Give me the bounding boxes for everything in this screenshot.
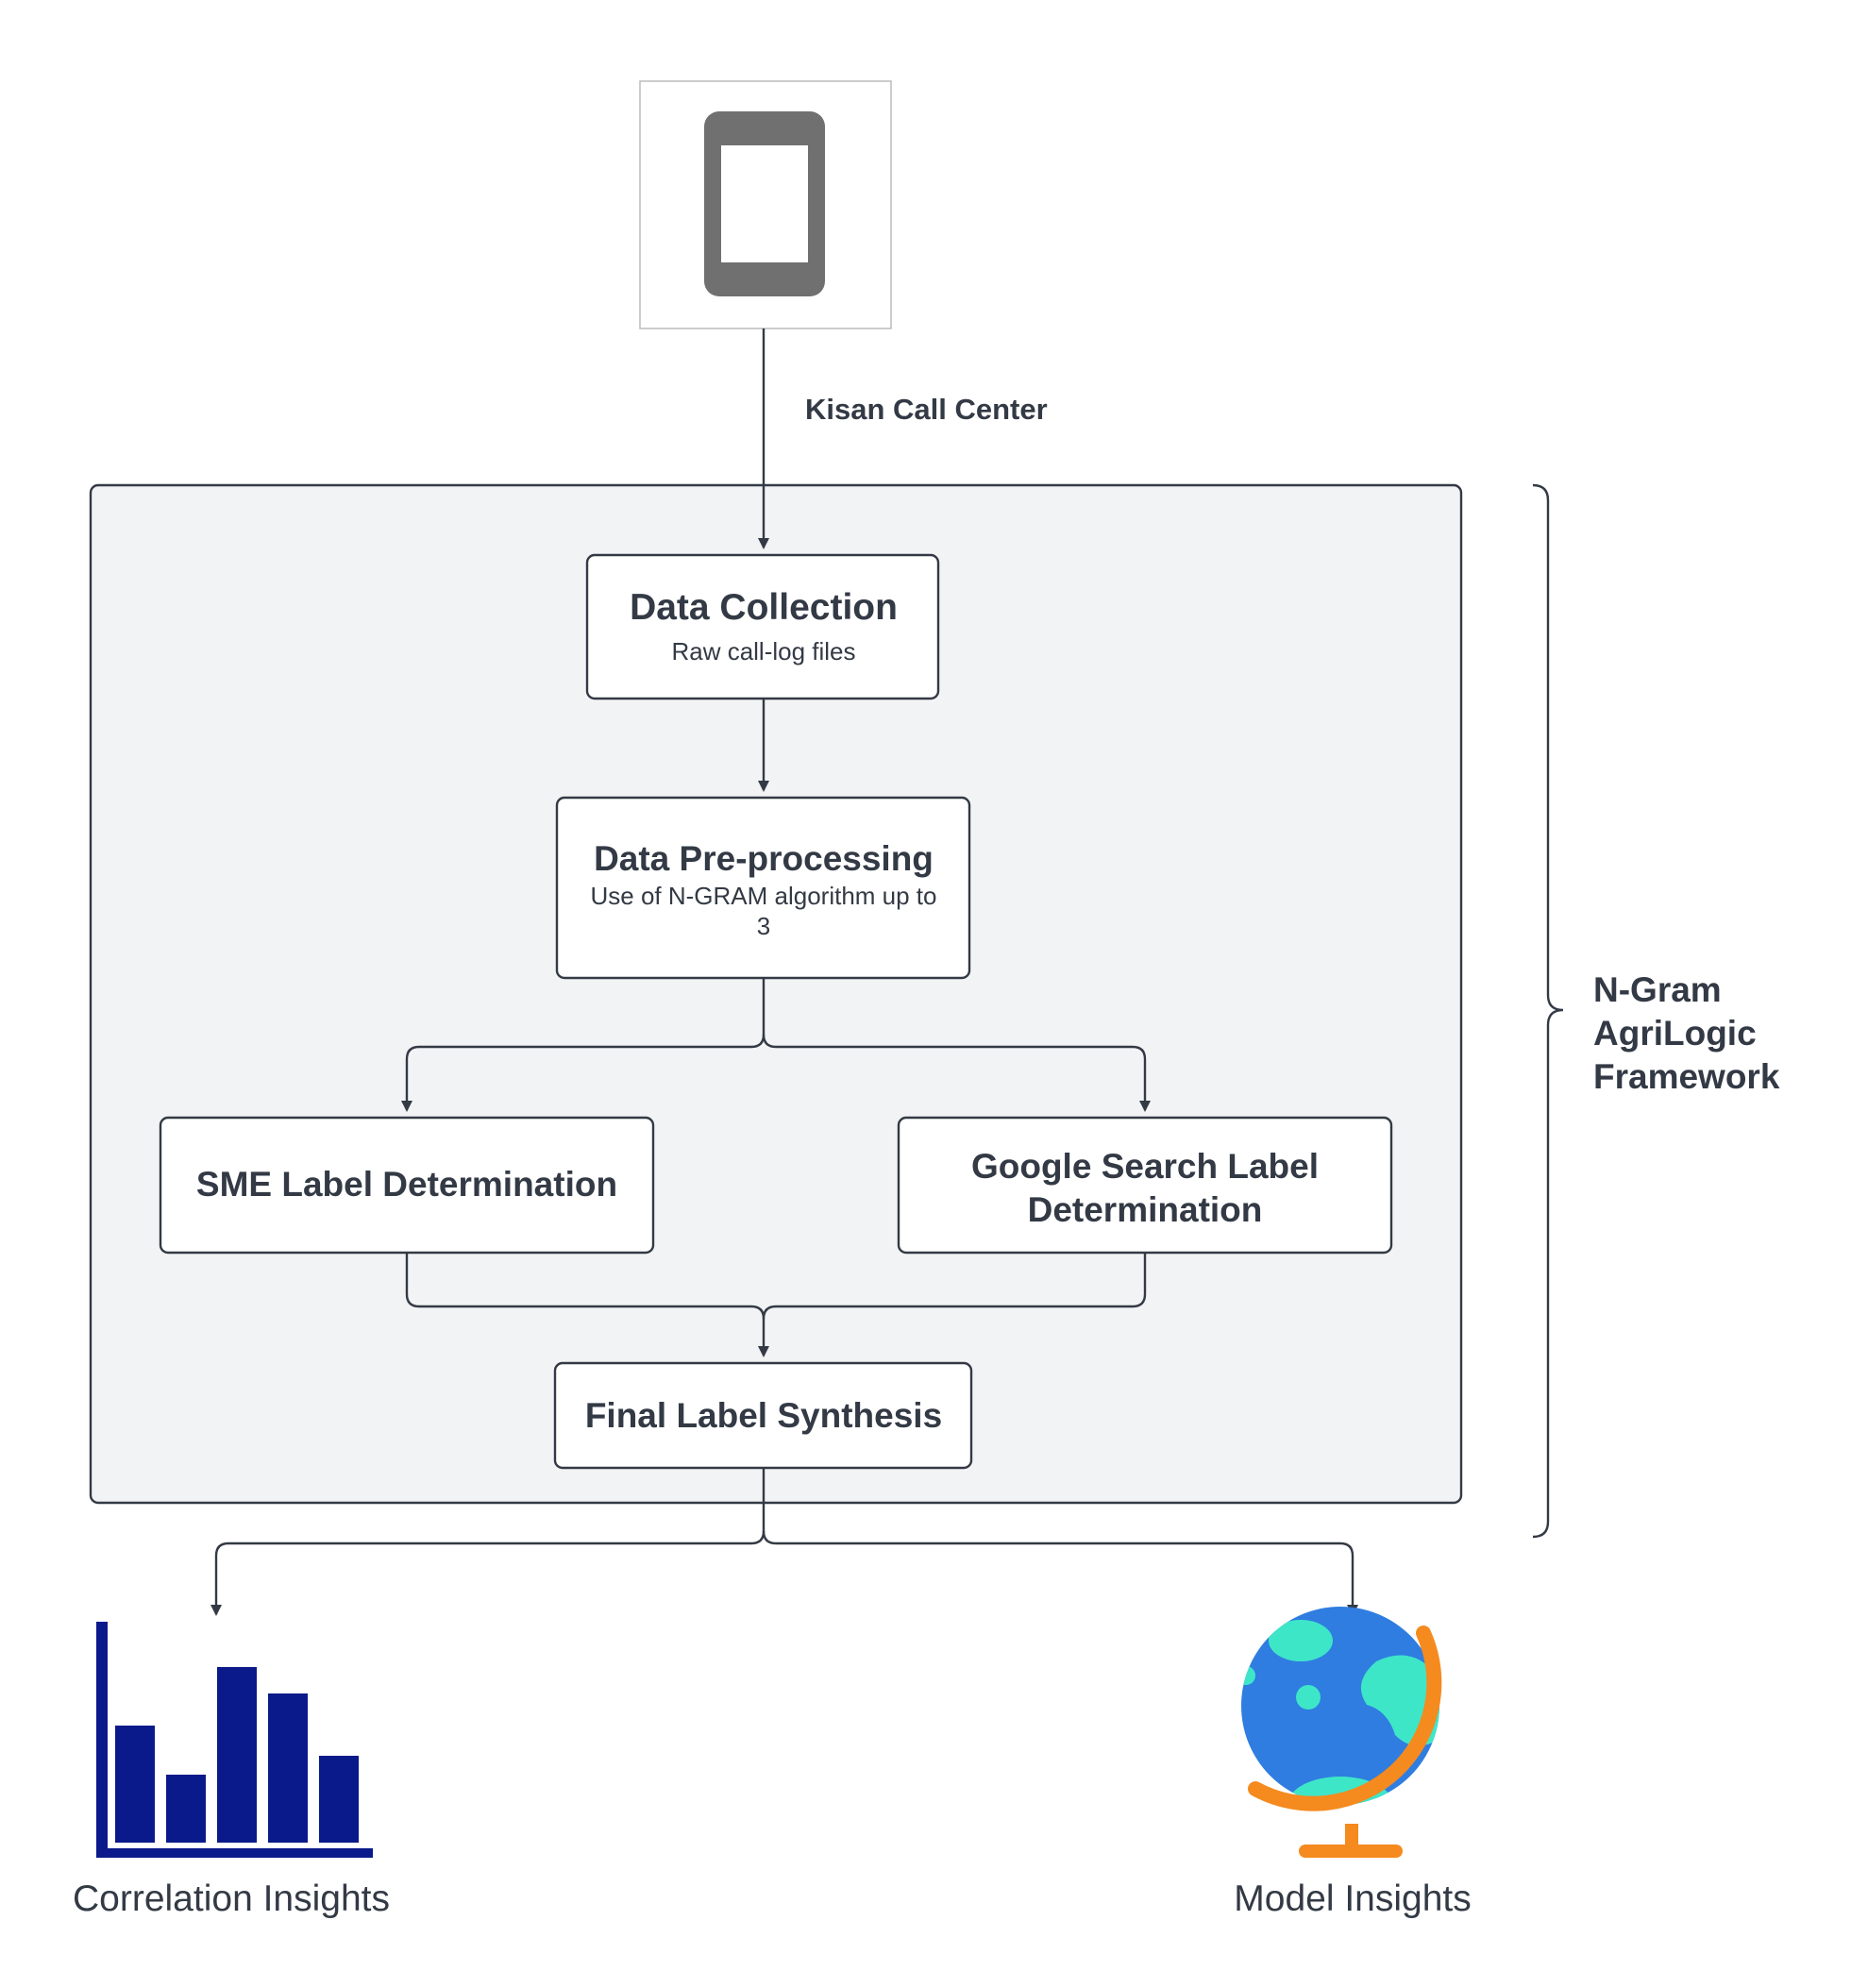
bar-chart-bar [217,1667,257,1843]
bar-chart-y-axis [96,1622,108,1858]
node-final-label: Final Label Synthesis [553,1361,973,1470]
mobile-phone-icon [704,111,825,296]
bar-chart-bar [268,1693,308,1843]
node-title: Final Label Synthesis [585,1396,942,1435]
globe-icon [1241,1607,1442,1858]
edge-final-to-correlation [210,1468,766,1616]
edge-google-to-final [762,1253,1147,1320]
bar-chart-bar [115,1726,155,1843]
node-title: SME Label Determination [196,1165,617,1204]
globe-stand-stem [1345,1824,1358,1848]
framework-label-line1: N-Gram [1593,970,1722,1009]
framework-label-line3: Framework [1593,1057,1780,1096]
node-title: Data Pre-processing [594,839,934,878]
edge-label-kisan-call-center: Kisan Call Center [805,393,1048,426]
bar-chart-icon [96,1622,373,1858]
edges [210,329,1358,1616]
bar-chart-x-axis [96,1848,373,1858]
globe-stand-arc [1248,1626,1442,1811]
edge-preprocessing-to-google [762,1034,1151,1112]
node-subtitle: Raw call-log files [671,637,855,665]
framework-label: N-Gram AgriLogic Framework [1593,970,1780,1096]
bar-chart-bar [319,1756,359,1843]
framework-label-line2: AgriLogic [1593,1014,1757,1053]
node-data-collection: Data Collection Raw call-log files [585,553,940,700]
node-title: Google Search Label [971,1147,1319,1186]
edge-preprocessing-to-sme [401,978,766,1112]
source-card [639,80,892,329]
node-google-label: Google Search Label Determination [897,1116,1393,1255]
node-data-preprocessing: Data Pre-processing Use of N-GRAM algori… [555,796,971,980]
node-subtitle-line2: 3 [757,912,770,940]
node-title: Data Collection [630,587,898,628]
framework-brace [1532,483,1564,1539]
edge-sme-to-final [405,1253,769,1357]
node-title-line2: Determination [1028,1190,1263,1229]
node-subtitle: Use of N-GRAM algorithm up to [590,882,936,910]
edge-final-to-model [762,1530,1358,1616]
bar-chart-bar [166,1775,206,1843]
globe-stand-base [1299,1845,1403,1858]
node-sme-label: SME Label Determination [159,1116,655,1255]
model-insights-caption: Model Insights [1234,1878,1471,1919]
correlation-insights-caption: Correlation Insights [73,1878,390,1919]
